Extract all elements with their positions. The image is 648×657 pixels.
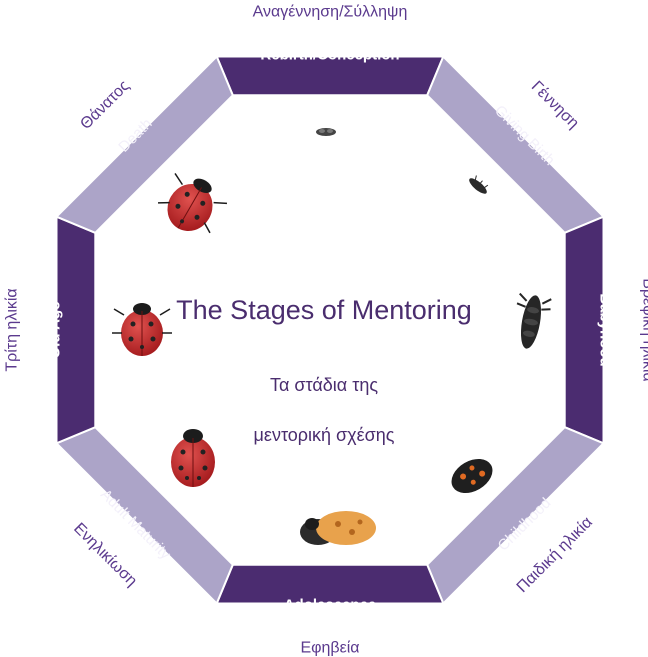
- stage-label-greek: Αναγέννηση/Σύλληψη: [253, 4, 408, 21]
- stage-label: Old Age: [47, 302, 64, 359]
- stage-label: Babyhood: [597, 293, 614, 366]
- pupa-icon: [451, 458, 493, 494]
- ladybug-icon: [112, 303, 172, 356]
- larva-large-icon: [516, 292, 552, 349]
- stage-label-greek: Εφηβεία: [300, 640, 359, 657]
- egg-cluster-icon: [316, 128, 336, 136]
- stage-label-greek: Θάνατος: [77, 77, 133, 133]
- stage-segment: [426, 426, 606, 606]
- stage-label-greek: Βρεφική ηλικία: [640, 278, 648, 381]
- diagram-title: The Stages of Mentoring: [176, 295, 472, 325]
- insect-illustrations: [112, 128, 552, 545]
- diagram-subtitle-line-2: μεντορική σχέσης: [253, 425, 395, 445]
- ladybug-icon: [158, 172, 228, 234]
- ladybug-icon: [171, 429, 215, 487]
- emerging-ladybug-icon: [300, 511, 376, 545]
- diagram-subtitle-line-1: Τα στάδια της: [269, 375, 379, 395]
- stage-label: Rebirth/Conception: [260, 47, 399, 64]
- larva-small-icon: [469, 175, 489, 194]
- stage-label-greek: Γέννηση: [528, 78, 582, 132]
- stage-label-greek: Τρίτη ηλικία: [4, 288, 21, 371]
- stage-segment: [54, 54, 234, 234]
- stage-label: Adolescence: [284, 597, 377, 614]
- stage-segment: [426, 54, 606, 234]
